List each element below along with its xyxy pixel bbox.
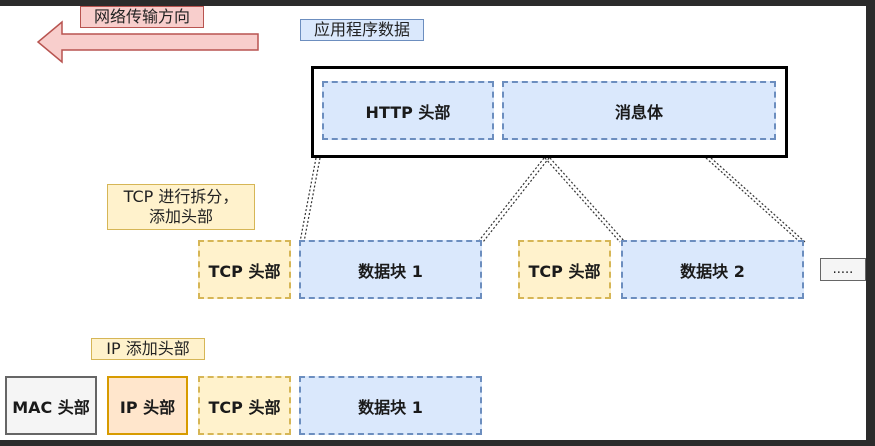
data-block-1-text: 数据块 1 [358, 261, 423, 281]
app-data-label: 应用程序数据 [300, 19, 424, 41]
data-block-2-text: 数据块 2 [680, 261, 745, 281]
tcp-header-text-1: TCP 头部 [208, 261, 281, 281]
tcp-split-label-line1: TCP 进行拆分， [123, 187, 239, 206]
diagram-canvas: 网络传输方向 应用程序数据 HTTP 头部 消息体 TCP 进行拆分， 添加头部… [0, 6, 866, 440]
tcp-split-label: TCP 进行拆分， 添加头部 [107, 184, 255, 230]
tcp-header-box-2: TCP 头部 [518, 240, 611, 299]
ip-header-text: IP 头部 [119, 397, 176, 417]
direction-arrow [36, 20, 259, 64]
split-connectors [299, 157, 806, 243]
data-block-1-frame-box: 数据块 1 [299, 376, 482, 435]
ellipsis-text: ..... [832, 262, 854, 277]
tcp-header-box-3: TCP 头部 [198, 376, 291, 435]
message-body-box: 消息体 [502, 81, 776, 140]
ip-add-header-text: IP 添加头部 [106, 339, 190, 358]
tcp-header-box-1: TCP 头部 [198, 240, 291, 299]
message-body-text: 消息体 [614, 102, 663, 122]
http-header-box: HTTP 头部 [322, 81, 494, 140]
direction-label-text: 网络传输方向 [93, 7, 190, 26]
mac-header-text: MAC 头部 [12, 397, 90, 417]
ip-header-box: IP 头部 [107, 376, 188, 435]
direction-label: 网络传输方向 [80, 6, 204, 28]
http-header-text: HTTP 头部 [365, 102, 451, 122]
app-data-label-text: 应用程序数据 [313, 20, 410, 39]
ip-add-header-label: IP 添加头部 [91, 338, 205, 360]
tcp-header-text-3: TCP 头部 [208, 397, 281, 417]
connector-lines [36, 20, 806, 243]
data-block-2-box: 数据块 2 [621, 240, 804, 299]
tcp-header-text-2: TCP 头部 [528, 261, 601, 281]
data-block-1-frame-text: 数据块 1 [358, 397, 423, 417]
tcp-split-label-line2: 添加头部 [148, 207, 213, 226]
ellipsis-box: ..... [820, 258, 866, 281]
data-block-1-box: 数据块 1 [299, 240, 482, 299]
mac-header-box: MAC 头部 [5, 376, 97, 435]
